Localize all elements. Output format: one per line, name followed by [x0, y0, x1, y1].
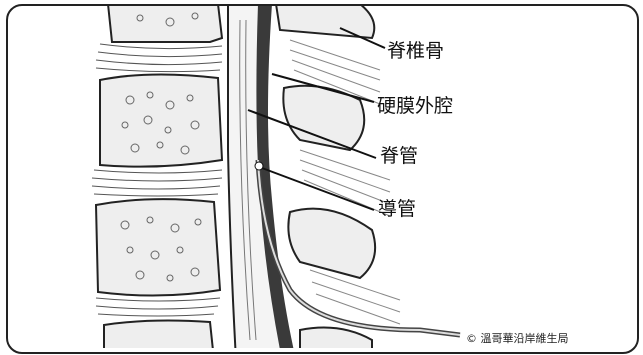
- label-catheter: 導管: [378, 200, 416, 219]
- vertebral-body: [108, 4, 222, 42]
- label-vertebra: 脊椎骨: [387, 42, 444, 61]
- vertebral-body: [104, 321, 214, 355]
- catheter-tip-marker: [255, 162, 263, 170]
- vertebral-body: [100, 74, 222, 166]
- label-epidural-space: 硬膜外腔: [377, 97, 453, 116]
- spinal-canal: [228, 4, 296, 355]
- copyright-credit: © 溫哥華沿岸維生局: [466, 330, 569, 346]
- label-spinal-canal: 脊管: [380, 147, 418, 166]
- vertebral-body: [96, 199, 220, 295]
